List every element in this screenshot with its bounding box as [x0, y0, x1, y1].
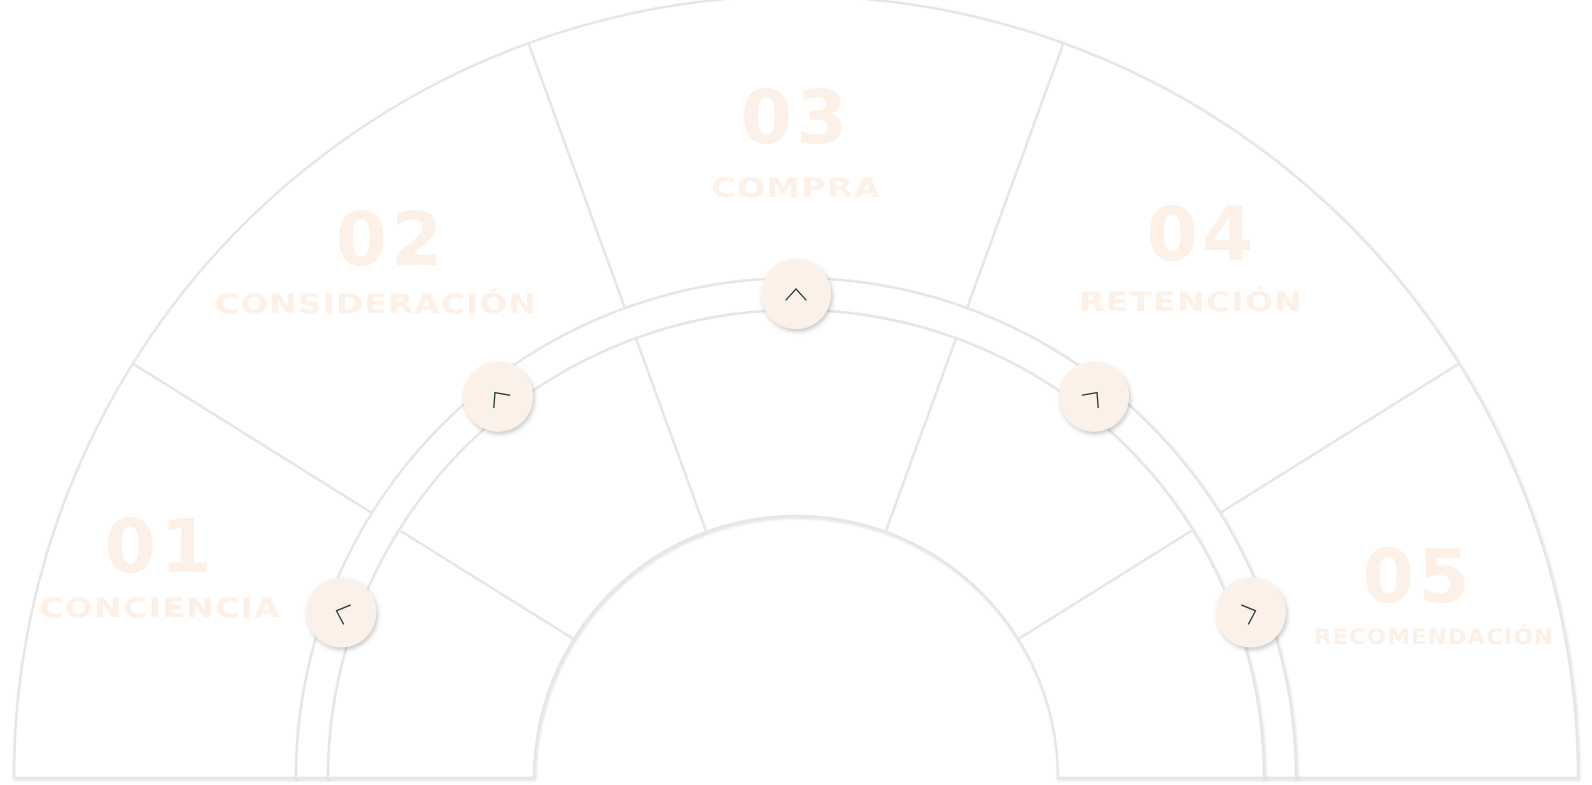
arrow-button-circle [1215, 577, 1286, 648]
arrow-button-circle [463, 361, 534, 432]
stage-5-arrow-button[interactable] [1215, 577, 1286, 648]
arrow-buttons [306, 259, 1286, 648]
outer-ring [12, 0, 1580, 780]
arrow-button-circle [1058, 361, 1129, 432]
stage-3-arrow-button[interactable] [761, 259, 831, 329]
arrow-button-circle [306, 577, 377, 648]
stage-number: 01 [105, 504, 216, 590]
stage-label: COMPRA [711, 173, 881, 204]
stage-3-compra: 03 COMPRA [711, 75, 881, 204]
stage-number: 03 [741, 75, 852, 161]
stage-label: RETENCIÓN [1079, 286, 1303, 318]
stage-label: RECOMENDACIÓN [1314, 624, 1554, 649]
arrow-diagonal-icon [1241, 604, 1257, 625]
stage-2-arrow-button[interactable] [463, 361, 534, 432]
stage-label: CONSIDERACIÓN [215, 288, 537, 320]
arrow-diagonal-icon [335, 604, 351, 625]
inner-ring [326, 308, 1266, 780]
stage-1-arrow-button[interactable] [306, 577, 377, 648]
arrow-button-circle [761, 259, 831, 329]
stage-2-consideracion: 02 CONSIDERACIÓN [215, 197, 537, 320]
stage-label: CONCIENCIA [39, 593, 281, 624]
stage-5-recomendacion: 05 RECOMENDACIÓN [1314, 534, 1554, 649]
stage-1-concientia: 01 CONCIENCIA [39, 504, 281, 624]
inner-segment-3 [634, 308, 958, 534]
arrow-diagonal-icon [493, 391, 511, 409]
stage-number: 02 [336, 197, 447, 283]
stage-number: 04 [1147, 192, 1258, 278]
chevron-up-icon [785, 288, 807, 301]
stage-4-arrow-button[interactable] [1058, 361, 1129, 432]
inner-segment-4 [884, 336, 1195, 641]
inner-segment-2 [397, 336, 708, 641]
stage-4-retencion: 04 RETENCIÓN [1079, 192, 1303, 318]
arrow-diagonal-icon [1081, 391, 1099, 409]
stage-number: 05 [1363, 534, 1474, 620]
